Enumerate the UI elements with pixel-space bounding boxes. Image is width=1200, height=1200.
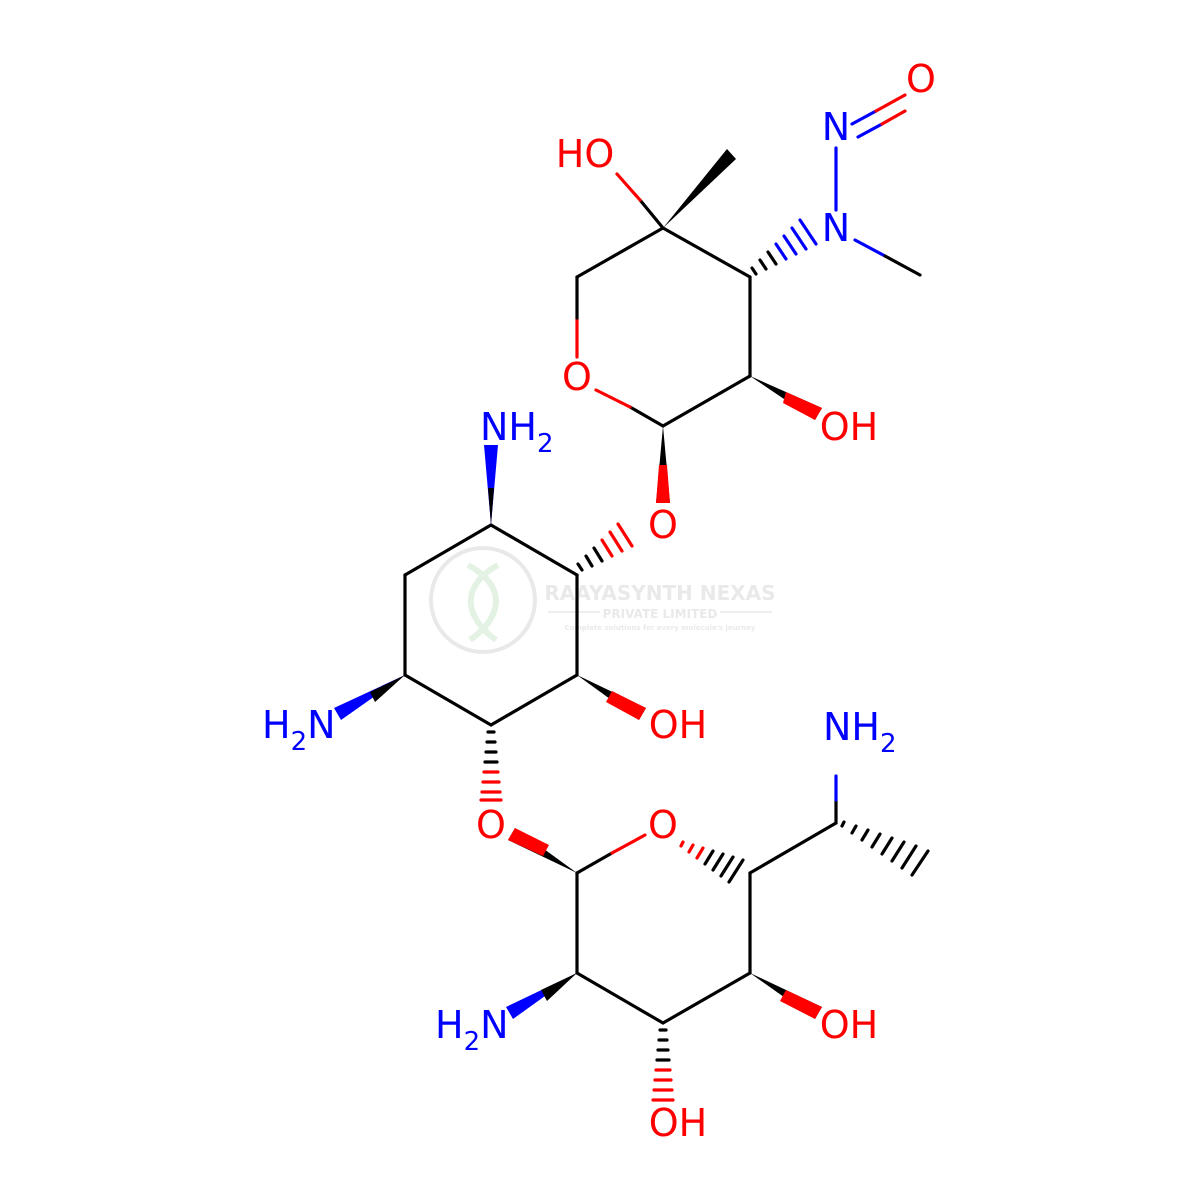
bottom-ring-bonds: [506, 774, 930, 1102]
middle-ring-bonds: [334, 445, 646, 802]
watermark-company: RAAYASYNTH NEXAS: [544, 581, 775, 605]
hash-bond-c3-oh: [651, 1028, 675, 1102]
atom-o-ring-top: O: [562, 355, 592, 399]
atom-oh-top-right: OH: [820, 405, 878, 449]
top-ring-bonds: [575, 93, 922, 503]
atom-oh-bottom: OH: [649, 1101, 707, 1145]
watermark-subtitle: PRIVATE LIMITED: [603, 607, 718, 621]
atom-o-nitroso: O: [906, 57, 936, 101]
watermark: RAAYASYNTH NEXAS PRIVATE LIMITED Complet…: [429, 546, 776, 654]
atom-o-link-bottom: O: [476, 803, 506, 847]
atom-ho-top: HO: [556, 132, 614, 176]
atom-n-nitroso: N: [822, 105, 850, 149]
atom-o-ring-bottom: O: [648, 803, 678, 847]
atom-nh2-right: NH2: [823, 705, 897, 759]
atom-oh-bottom-right: OH: [820, 1003, 878, 1047]
atom-h2n-left: H2N: [262, 703, 336, 757]
hash-bond-ring-o-c5: [679, 840, 745, 884]
hash-bond-c6-methyl: [840, 820, 930, 877]
watermark-dna-icon: [466, 562, 500, 643]
hash-bond-o-link-bottom: [479, 730, 503, 802]
atom-oh-mid: OH: [649, 703, 707, 747]
atom-o-link-top: O: [648, 503, 678, 547]
watermark-tagline: Complete solutions for every molecule's …: [565, 624, 756, 632]
watermark-logo-ring: [429, 546, 537, 654]
atom-n-methyl: N: [822, 206, 850, 250]
hash-bond-ring-o-link: [576, 522, 634, 572]
hash-bond-c4-n: [750, 218, 818, 276]
atom-h2n-bottom: H2N: [435, 1003, 509, 1057]
atom-nh2-top: NH2: [480, 405, 554, 459]
atom-labels: HO N O N O OH NH2 O H2N OH NH2 O O H2N O…: [262, 57, 936, 1145]
